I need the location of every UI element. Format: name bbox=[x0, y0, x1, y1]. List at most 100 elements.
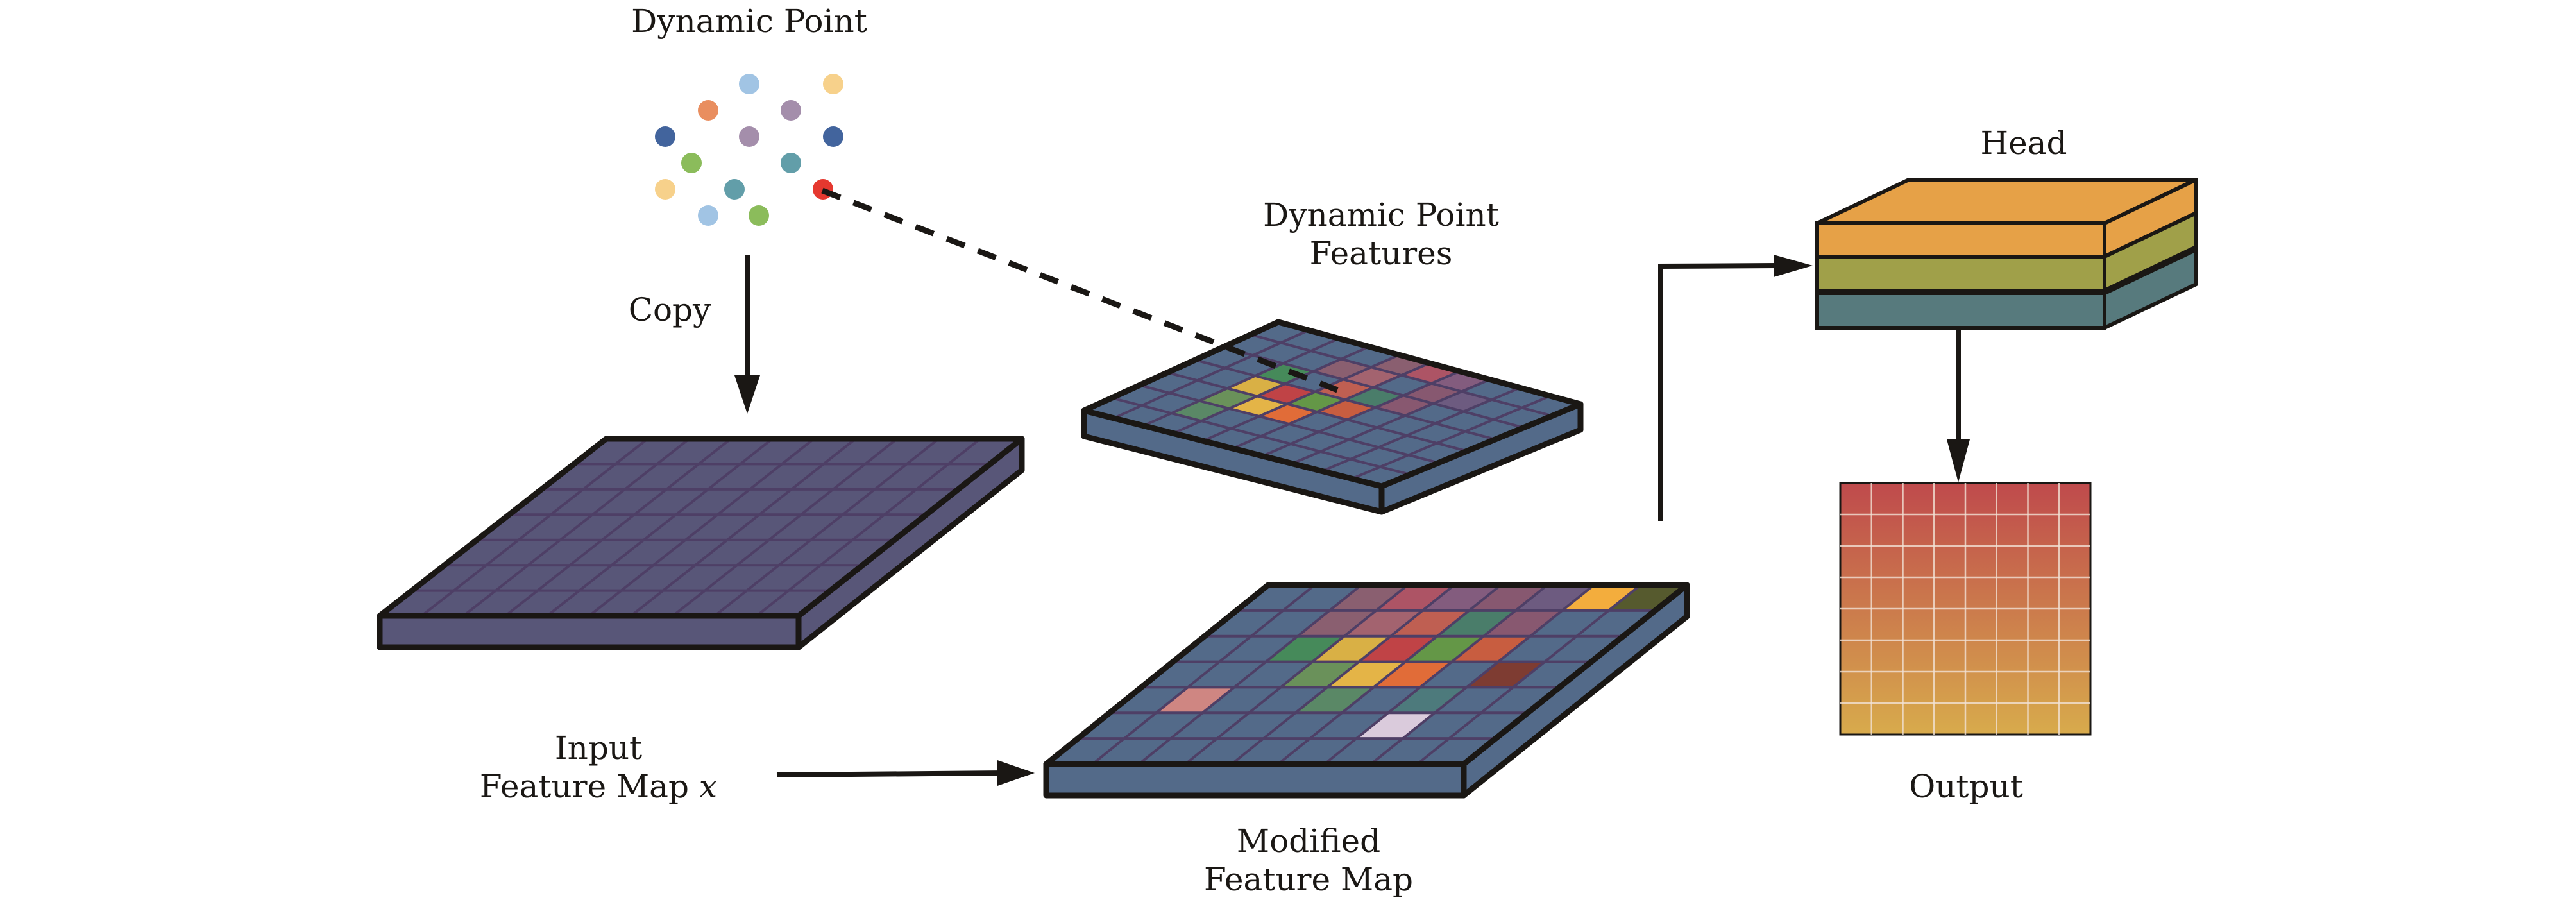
modified-map-cell bbox=[1422, 585, 1501, 611]
input-map-grid-line bbox=[462, 438, 690, 617]
dpf-map-grid-line bbox=[1139, 384, 1439, 464]
modified-map-cell bbox=[1437, 610, 1516, 636]
dpf-map-top-outline bbox=[1081, 319, 1584, 489]
dynamic-point-dot bbox=[781, 153, 801, 173]
input-map-front-face bbox=[377, 613, 802, 650]
input-label-line1: Input bbox=[555, 729, 642, 767]
head-to-output-arrow-head bbox=[1947, 439, 1970, 482]
dpf-map-grid-line bbox=[1292, 378, 1491, 465]
dpf-map-grid-line bbox=[1351, 395, 1551, 480]
dpf-map-grid-line bbox=[1202, 353, 1400, 443]
modified-map-cell bbox=[1469, 585, 1548, 611]
input-map-grid-line bbox=[588, 438, 815, 617]
dynamic-point-dot bbox=[698, 100, 718, 121]
dpf-map-grid-line bbox=[1173, 345, 1370, 435]
input-map-grid-line bbox=[714, 438, 940, 617]
input-map-grid-line bbox=[630, 438, 857, 617]
arrows bbox=[734, 187, 1970, 786]
input-to-modified-arrow-shaft bbox=[776, 770, 1008, 777]
dpf-map-grid-line bbox=[1167, 371, 1468, 453]
input-map-grid-line bbox=[421, 438, 649, 617]
modified-map-grid-line bbox=[1323, 584, 1548, 765]
dpf-map-grid-line bbox=[1142, 337, 1340, 427]
modified-map-cell bbox=[1359, 636, 1437, 662]
input-map-grid-line bbox=[546, 438, 774, 617]
input-map-grid-line bbox=[672, 438, 898, 617]
dynamic-point-dot bbox=[823, 126, 843, 147]
modified-map-cell bbox=[1312, 636, 1391, 662]
modified-map-grid-line bbox=[1231, 584, 1455, 765]
modified-map-cell bbox=[1327, 661, 1406, 688]
modified-map-cell bbox=[1388, 687, 1467, 713]
dynamic-point-dot bbox=[724, 179, 745, 200]
modified-map-cell bbox=[1452, 636, 1530, 662]
modified-map-cell bbox=[1280, 661, 1359, 688]
dpf-map-grid-line bbox=[1222, 346, 1524, 429]
copy-label: Copy bbox=[629, 291, 711, 328]
modified-map-cell bbox=[1405, 636, 1484, 662]
dpf-map-grid-line bbox=[1321, 386, 1521, 473]
input-map-top-outline bbox=[377, 436, 1025, 619]
head-layer-front bbox=[1815, 221, 2106, 259]
modified-map-cell bbox=[1295, 687, 1374, 713]
dynamic-point-dot bbox=[681, 153, 702, 173]
modified-map-cell bbox=[1608, 585, 1687, 611]
dynamic-point-features-label-line2: Features bbox=[1310, 235, 1453, 272]
head-layer-front bbox=[1815, 290, 2106, 330]
input-label-line2: Feature Map x bbox=[480, 768, 717, 805]
modified-map-cell bbox=[1266, 636, 1344, 662]
modified-map-cell bbox=[1515, 585, 1594, 611]
modified-map-grid-line bbox=[1184, 584, 1409, 765]
head-layer-divider bbox=[2103, 245, 2198, 295]
modified-map-cell bbox=[1298, 610, 1377, 636]
dynamic-point-dot bbox=[781, 100, 801, 121]
dynamic-point-dashed-link bbox=[821, 187, 1339, 393]
dynamic-point-dot bbox=[739, 126, 759, 147]
dpf-map-grid-line bbox=[1113, 328, 1309, 420]
modified-map-grid-line bbox=[1416, 584, 1641, 765]
output-grid bbox=[1839, 482, 2092, 736]
modified-label-line1: Modified bbox=[1237, 822, 1380, 860]
dynamic-point-label: Dynamic Point bbox=[631, 3, 867, 40]
dpf-map-grid-line bbox=[1111, 396, 1411, 476]
modified-map-cell bbox=[1156, 687, 1235, 713]
modified-map-cell bbox=[1391, 610, 1470, 636]
modified-map-cell bbox=[1373, 661, 1452, 688]
modified-to-head-arrow-shaft bbox=[1658, 263, 1777, 521]
input-map-grid-line bbox=[504, 438, 732, 617]
modified-label-line2: Feature Map bbox=[1204, 861, 1413, 898]
dynamic-point-dot bbox=[655, 126, 675, 147]
copy-arrow-head bbox=[734, 375, 760, 414]
input-feature-map bbox=[377, 436, 1025, 650]
head-label: Head bbox=[1980, 124, 2067, 162]
modified-map-cell bbox=[1562, 585, 1641, 611]
dynamic-points bbox=[655, 74, 843, 226]
output-label: Output bbox=[1909, 768, 2023, 805]
head-block bbox=[1815, 178, 2198, 330]
modified-map-cell bbox=[1344, 610, 1423, 636]
input-to-modified-arrow-head bbox=[997, 760, 1035, 786]
dpf-map-grid-line bbox=[1262, 370, 1461, 457]
modified-map-cell bbox=[1356, 713, 1435, 739]
dynamic-point-dot bbox=[749, 205, 769, 226]
modified-map-grid-line bbox=[1277, 584, 1502, 765]
dynamic-point-features-label-line1: Dynamic Point bbox=[1263, 196, 1499, 234]
modified-to-head-arrow-head bbox=[1774, 255, 1813, 277]
head-layer-front bbox=[1815, 255, 2106, 294]
input-label-text: Feature Map bbox=[480, 768, 699, 805]
modified-map-front-face bbox=[1043, 761, 1467, 799]
modified-map-top-outline bbox=[1043, 582, 1690, 767]
modified-map-grid-line bbox=[1370, 584, 1595, 765]
modified-map-grid-line bbox=[1138, 584, 1362, 765]
modified-map-grid-line bbox=[1092, 584, 1316, 765]
modified-map-cell bbox=[1329, 585, 1408, 611]
dynamic-point-dot bbox=[698, 205, 718, 226]
dpf-map-grid-line bbox=[1232, 362, 1430, 450]
input-variable-x: x bbox=[699, 768, 717, 805]
modified-map-cell bbox=[1466, 661, 1545, 688]
modified-feature-map bbox=[1043, 582, 1690, 799]
dynamic-point-features-map bbox=[1081, 319, 1584, 515]
dynamic-point-dot bbox=[823, 74, 843, 94]
dpf-map-grid-line bbox=[1250, 333, 1553, 418]
